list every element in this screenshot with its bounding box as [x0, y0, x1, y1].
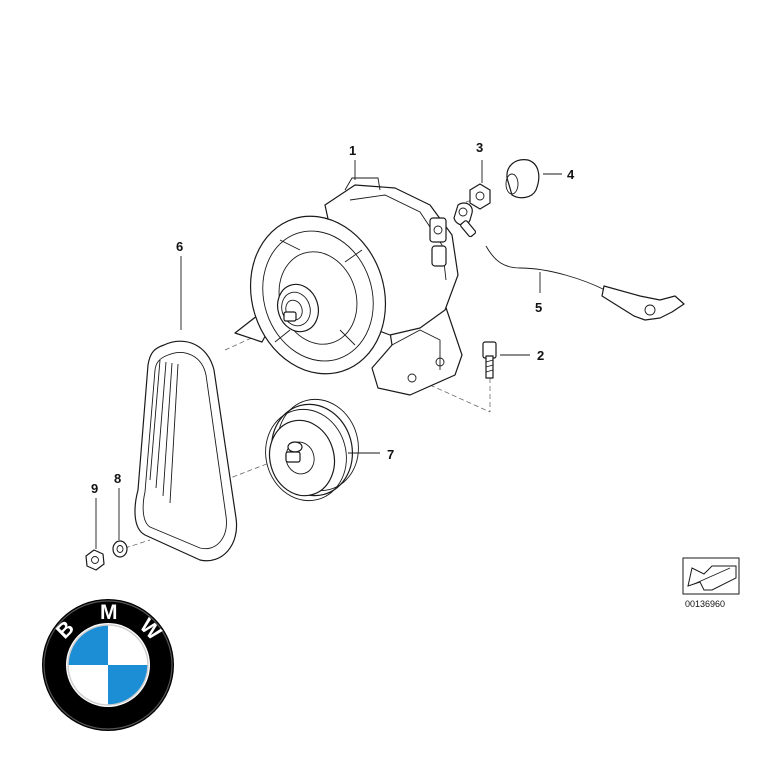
callout-4: 4	[567, 167, 575, 182]
callout-9: 9	[91, 481, 98, 496]
callout-3: 3	[476, 140, 483, 155]
reference-code: 00136960	[685, 599, 725, 609]
callout-labels: 1 2 3 4 5 6 7 8 9	[91, 140, 575, 496]
logo-letter-m: M	[100, 601, 118, 624]
callout-6: 6	[176, 239, 183, 254]
reference-pictogram: 00136960	[682, 557, 740, 609]
washer	[112, 540, 128, 558]
callout-1: 1	[349, 143, 356, 158]
callout-7: 7	[387, 447, 394, 462]
tensioner-pulley	[265, 398, 359, 502]
callout-2: 2	[537, 348, 544, 363]
flange-nut	[85, 549, 105, 571]
ribbed-belt	[134, 340, 238, 562]
bmw-logo: B M W	[42, 599, 174, 731]
hex-nut	[469, 183, 491, 210]
callout-5: 5	[535, 300, 542, 315]
protective-cap	[505, 159, 540, 199]
bolt	[482, 341, 497, 379]
leader-lines	[95, 160, 562, 549]
callout-8: 8	[114, 471, 121, 486]
alternator	[234, 177, 463, 396]
ground-cable	[453, 202, 685, 321]
